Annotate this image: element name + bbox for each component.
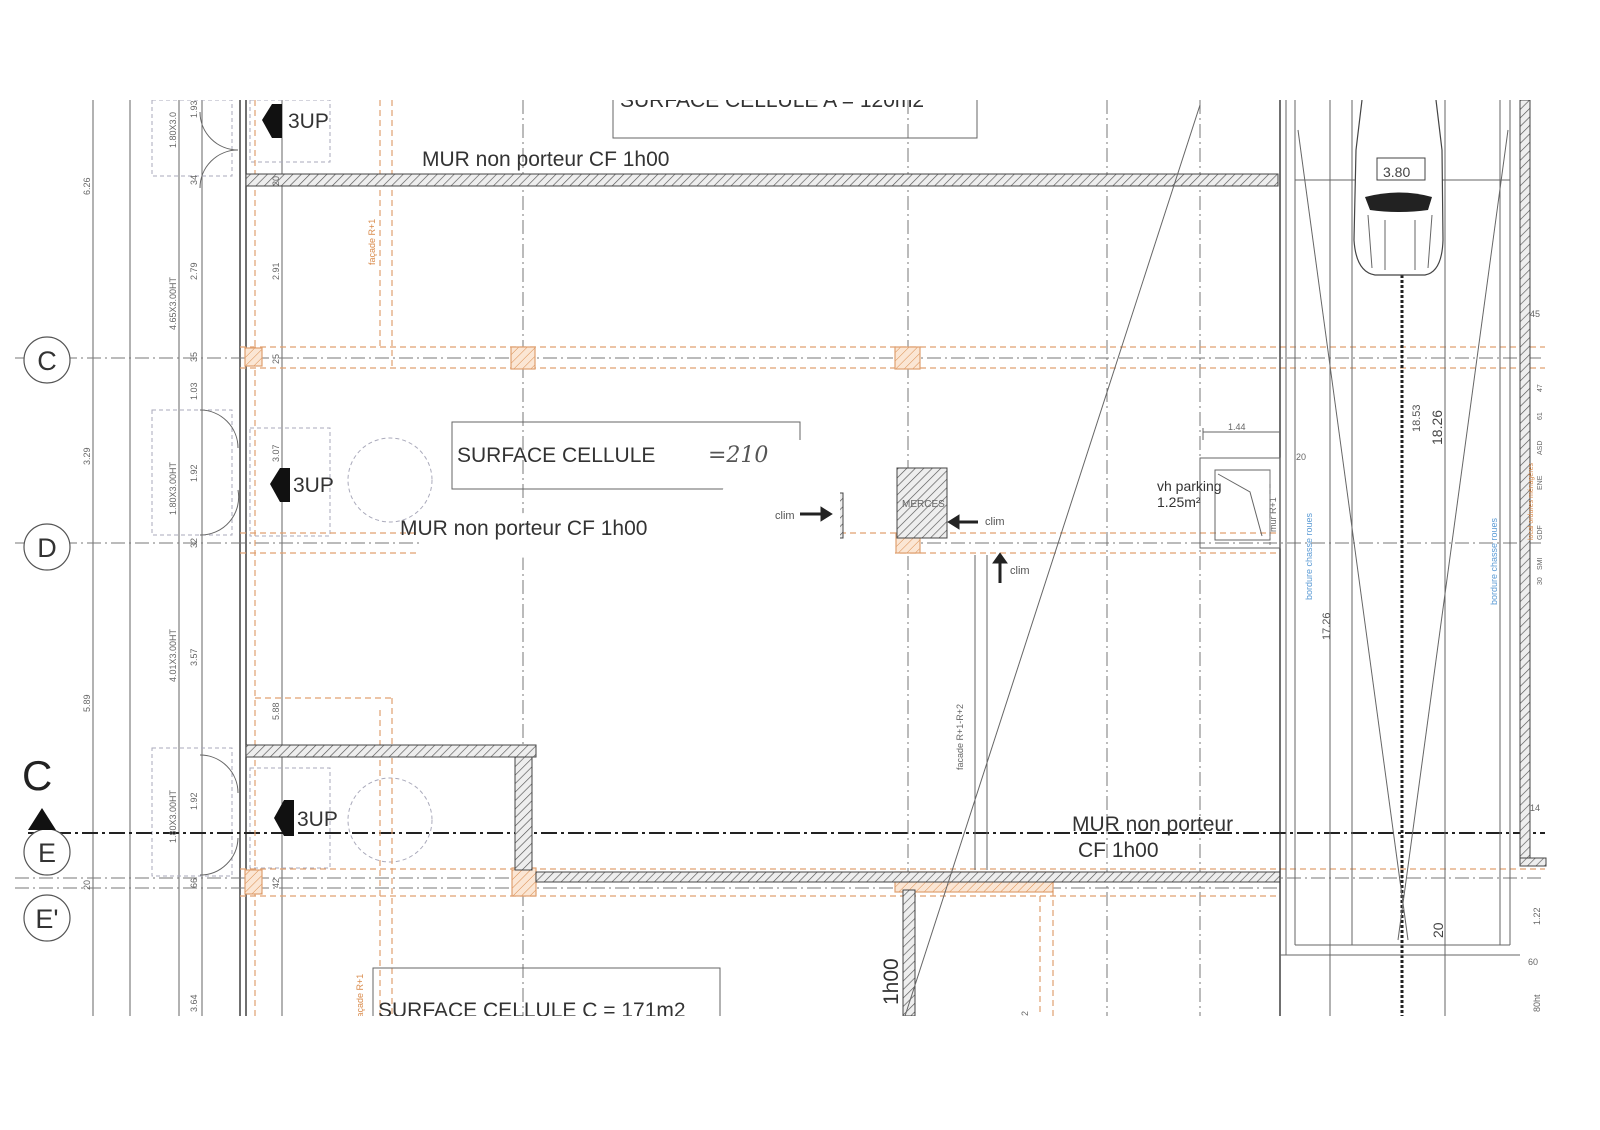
opening-dim: 1.80X3.0 bbox=[168, 112, 178, 148]
clim-label-3: clim bbox=[1010, 565, 1030, 577]
section-triangle-icon bbox=[28, 808, 56, 830]
right-code: 47 bbox=[1537, 384, 1544, 392]
right-code: ENE bbox=[1537, 475, 1544, 490]
facade-label-2: facade R+1-R+2 bbox=[955, 704, 965, 770]
commerces-label: MERCES bbox=[902, 499, 945, 510]
up-arrow-3 bbox=[274, 800, 294, 836]
section-marker: C bbox=[22, 752, 56, 830]
wall-label-top: MUR non porteur CF 1h00 bbox=[422, 148, 669, 171]
dim-label: 2.91 bbox=[271, 262, 281, 280]
wall-label-bottom-1: MUR non porteur bbox=[1072, 813, 1233, 836]
dim-label: 60 bbox=[1528, 957, 1538, 967]
dim-label: 42 bbox=[271, 878, 281, 888]
grid-axis-label: E' bbox=[35, 904, 58, 934]
surface-c-box bbox=[372, 967, 721, 1016]
drawing-area: SURFACE CELLULE A = 120m2 MUR non porteu… bbox=[15, 89, 1547, 1022]
clim-label-2: clim bbox=[985, 516, 1005, 528]
dim-label: 3.07 bbox=[271, 444, 281, 462]
local-ordures-label: local ordures ménagères bbox=[1528, 462, 1535, 540]
opening-dim: 1.80X3.00HT bbox=[168, 461, 178, 515]
dim-label: 20 bbox=[82, 880, 92, 890]
dim-label: 35 bbox=[189, 352, 199, 362]
dim-label: 66 bbox=[189, 878, 199, 888]
dim-label: 80ht bbox=[1532, 994, 1542, 1012]
grid-axis-label: E bbox=[38, 838, 56, 868]
dim-label: 1.22 bbox=[1532, 907, 1542, 925]
upper-floor-outline bbox=[240, 100, 1545, 1016]
bordure-label-1: bordure chasse roues bbox=[1304, 512, 1314, 600]
grid-axis-d: D bbox=[23, 523, 71, 571]
car-icon bbox=[1353, 100, 1444, 276]
erased-area bbox=[420, 440, 895, 660]
facade-label-1: façade R+1 bbox=[367, 219, 377, 265]
wall-label-bottom-2: CF 1h00 bbox=[1078, 839, 1159, 862]
dim-label: 34 bbox=[189, 175, 199, 185]
dim-label: 3.64 bbox=[189, 994, 199, 1012]
right-code: 61 bbox=[1537, 412, 1544, 420]
dim-label: 25 bbox=[271, 354, 281, 364]
dim-label: 20 bbox=[1430, 922, 1446, 938]
grid-lines bbox=[15, 100, 1545, 1016]
dim-label: 5.88 bbox=[271, 702, 281, 720]
up-label-1: 3UP bbox=[288, 110, 329, 133]
dim-label: 5.89 bbox=[82, 694, 92, 712]
parking-side-label: mur R+1 bbox=[1268, 497, 1278, 532]
dim-label: 17.26 bbox=[1321, 612, 1333, 640]
surface-cellule-c-label: SURFACE CELLULE C = 171m2 bbox=[378, 999, 686, 1022]
grid-axis-label: C bbox=[37, 346, 57, 376]
dim-label: 20 bbox=[271, 176, 281, 186]
dim-label: 6.26 bbox=[82, 177, 92, 195]
grid-axis-e: E bbox=[23, 828, 71, 876]
dim-label: 3.57 bbox=[189, 648, 199, 666]
grid-axis-e-prime: E' bbox=[23, 894, 71, 942]
right-code: 30 bbox=[1537, 577, 1544, 585]
opening-dim: 4.01X3.00HT bbox=[168, 628, 178, 682]
opening-dim: 4.65X3.00HT bbox=[168, 276, 178, 330]
dim-label: 1.92 bbox=[189, 464, 199, 482]
up-arrow-2 bbox=[270, 468, 290, 502]
ramp-dimensions: 3.80 18.53 18.26 17.26 20 45 14 60 1.22 … bbox=[1321, 164, 1544, 1012]
dim-label: 14 bbox=[1530, 803, 1540, 813]
facade-label-3: façade R+1 bbox=[355, 974, 365, 1020]
surface-a-box bbox=[612, 100, 978, 139]
parking-offset-dim: 20 bbox=[1296, 452, 1306, 462]
parking-area: 1.25m² bbox=[1157, 494, 1201, 510]
wall-label-mid: MUR non porteur CF 1h00 bbox=[400, 517, 647, 540]
right-code: ASD bbox=[1537, 441, 1544, 455]
dim-label: 18.53 bbox=[1411, 404, 1423, 432]
up-label-3: 3UP bbox=[297, 808, 338, 831]
parking-label: vh parking bbox=[1157, 478, 1222, 494]
opening-dim: 1.80X3.00HT bbox=[168, 789, 178, 843]
up-arrow-1 bbox=[262, 104, 282, 138]
dim-label: 2.79 bbox=[189, 262, 199, 280]
left-dimensions: 6.26 3.29 5.89 20 1.80X3.0 4.65X3.00HT 1… bbox=[82, 100, 1030, 1016]
dim-label: 2 bbox=[1020, 1011, 1030, 1016]
dim-label: 1.92 bbox=[189, 792, 199, 810]
grid-axis-c: C bbox=[23, 336, 71, 384]
diagonal-line bbox=[904, 104, 1201, 1016]
dim-label: 3.29 bbox=[82, 447, 92, 465]
up-label-2: 3UP bbox=[293, 474, 334, 497]
section-marker-label: C bbox=[22, 752, 52, 799]
ramp-width-dim: 3.80 bbox=[1383, 164, 1410, 180]
clim-label-1: clim bbox=[775, 510, 795, 522]
surface-cellule-b-value: =210 bbox=[708, 443, 768, 468]
left-dimension-lines bbox=[92, 100, 433, 1016]
dim-label: 1.93 bbox=[189, 100, 199, 118]
surface-cellule-a-label: SURFACE CELLULE A = 120m2 bbox=[620, 89, 924, 112]
dim-label: 18.26 bbox=[1429, 410, 1445, 445]
dim-label: 32 bbox=[189, 538, 199, 548]
right-code: GDF bbox=[1537, 525, 1544, 540]
grid-axis-label: D bbox=[37, 533, 57, 563]
right-code: SMI bbox=[1537, 558, 1544, 571]
surface-cellule-b-label: SURFACE CELLULE bbox=[457, 444, 655, 467]
parking-width-dim: 1.44 bbox=[1228, 422, 1246, 432]
wall-label-vertical: 1h00 bbox=[880, 958, 903, 1005]
bordure-label-2: bordure chasse roues bbox=[1489, 517, 1499, 605]
dim-label: 45 bbox=[1530, 309, 1540, 319]
clim-arrow-icons bbox=[800, 506, 1008, 583]
dim-label: 1.03 bbox=[189, 382, 199, 400]
